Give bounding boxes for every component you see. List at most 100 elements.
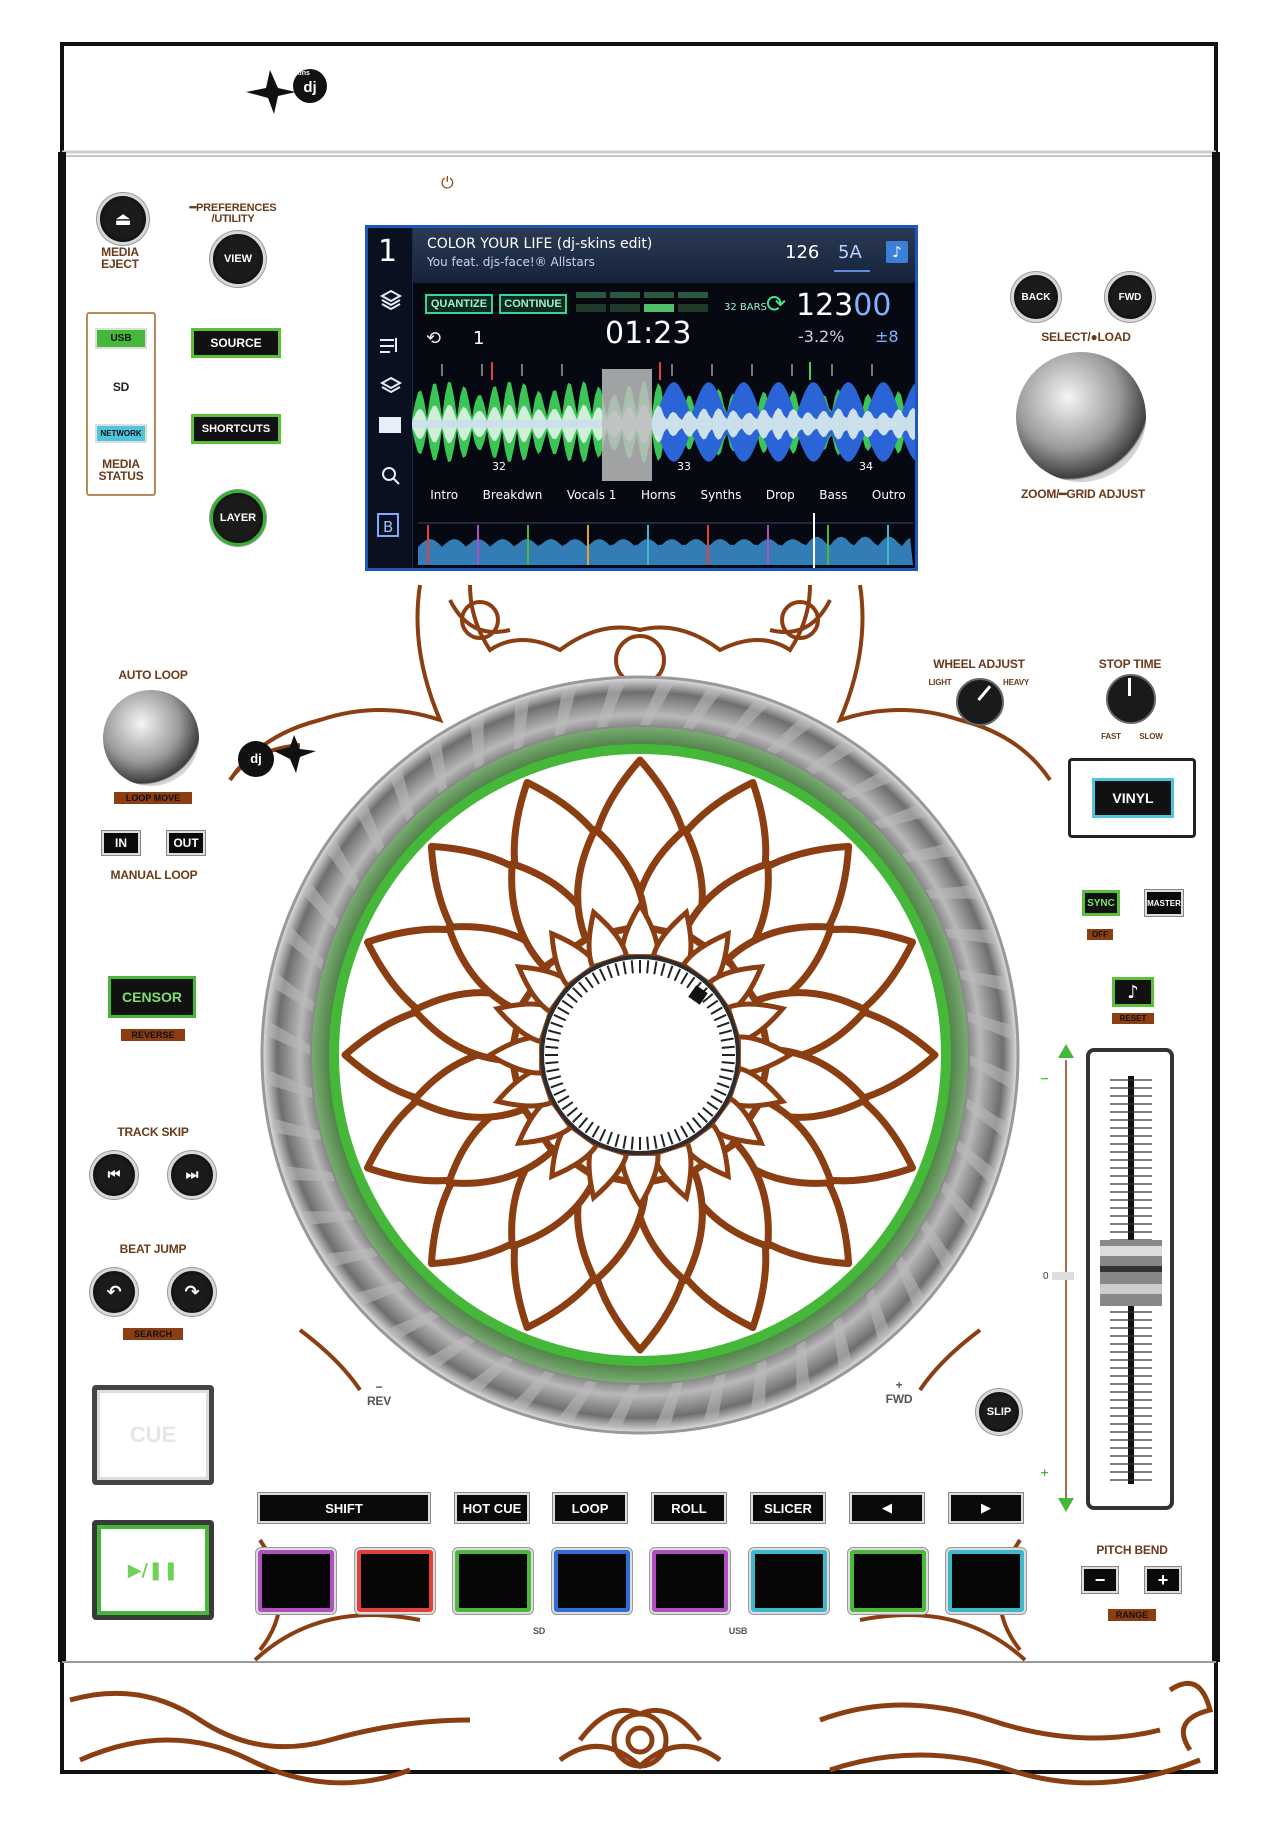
play-pause-button[interactable]: ▶/❚❚ [92,1520,214,1620]
display-screen[interactable]: 1 COLOR YOUR LIFE (dj-skins edit) You fe… [365,225,918,571]
pad-1[interactable] [258,1550,334,1612]
sidebar-letter: B [383,518,394,536]
sync-button[interactable]: SYNC [1082,890,1120,916]
view-button[interactable]: VIEW [210,231,266,287]
pitch-range: ±8 [875,327,899,346]
shift-button[interactable]: SHIFT [258,1493,430,1523]
shortcuts-button[interactable]: SHORTCUTS [191,414,281,444]
pitch-bend-label: PITCH BEND [1096,1543,1168,1557]
pitch-bend-minus-button[interactable]: − [1082,1567,1118,1593]
pitch-bend-plus-button[interactable]: + [1145,1567,1181,1593]
section-intro[interactable]: Intro [430,488,459,502]
loop-out-button[interactable]: OUT [167,831,205,855]
censor-button[interactable]: CENSOR [108,976,196,1018]
beat-jump-forward-button[interactable]: ↷ [168,1268,216,1316]
master-button[interactable]: MASTER [1145,890,1183,916]
pitch-percent: -3.2% [798,327,845,346]
section-synths[interactable]: Synths [700,488,742,502]
loop-in-button[interactable]: IN [102,831,140,855]
note-icon[interactable]: ♪ [886,241,908,263]
pitch-fader[interactable] [1040,1040,1180,1520]
pad-4[interactable] [553,1550,630,1612]
screen-sidebar-icons [377,289,403,537]
layer-button[interactable]: LAYER [210,490,266,546]
fwd-button[interactable]: FWD [1105,272,1155,322]
section-vocals[interactable]: Vocals 1 [566,488,617,502]
play-pause-label: ▶/❚❚ [127,1559,179,1581]
continue-toggle[interactable]: CONTINUE [499,294,567,314]
section-horns[interactable]: Horns [640,488,676,502]
cue-button[interactable]: CUE [92,1385,214,1485]
sync-loop-icon: ⟳ [766,290,787,318]
jog-wheel[interactable] [240,670,1040,1440]
auto-loop-knob[interactable] [103,690,199,786]
fwd-sign: + [895,1378,903,1392]
off-label: OFF [1087,929,1113,940]
loop-mode-button[interactable]: LOOP [553,1493,627,1523]
media-status-label: MEDIA STATUS [98,457,144,483]
pad-page-next-button[interactable]: ▶ [949,1493,1023,1523]
track-skip-label: TRACK SKIP [117,1125,189,1139]
key-lock-button[interactable]: ♪ [1112,977,1154,1007]
slip-button[interactable]: SLIP [976,1389,1022,1435]
svg-text:dj: dj [303,79,316,96]
screen-sidebar [368,228,413,568]
source-button[interactable]: SOURCE [191,328,281,358]
track-key: 5A [838,242,862,263]
pad-page-prev-button[interactable]: ◀ [850,1493,924,1523]
loop-count: 1 [473,328,485,349]
overview-waveform[interactable] [418,513,913,568]
select-load-knob[interactable] [1016,352,1146,482]
stop-time-knob[interactable] [1106,674,1156,724]
eject-icon: ⏏ [114,208,132,230]
key-underline [834,270,870,272]
pad-8[interactable] [948,1550,1025,1612]
pad-6[interactable] [751,1550,827,1612]
vinyl-button[interactable]: VINYL [1092,778,1174,818]
fwd-label: FWD [885,1392,913,1406]
select-load-label: SELECT/●LOAD [1041,330,1131,344]
preferences-label: ━PREFERENCES /UTILITY [189,202,277,225]
pad-3[interactable] [455,1550,532,1612]
slow-label: SLOW [1139,732,1163,741]
hot-cue-mode-button[interactable]: HOT CUE [455,1493,529,1523]
svg-text:dj: dj [250,751,262,766]
back-button[interactable]: BACK [1011,272,1061,322]
zoom-grid-label: ZOOM/━GRID ADJUST [1020,487,1146,501]
search-label: SEARCH [123,1328,183,1340]
skip-back-icon: ⏮ [107,1167,121,1183]
power-icon: ⏻ [441,173,454,192]
stop-time-label: STOP TIME [1098,657,1162,671]
bpm-main: 12300 [796,288,891,323]
rotate-right-icon: ↷ [184,1281,200,1303]
section-outro[interactable]: Outro [871,488,906,502]
deck-number: 1 [378,234,398,269]
beat-marker-33: 33 [677,460,691,473]
wheel-adjust-knob[interactable] [956,678,1004,726]
section-drop[interactable]: Drop [765,488,795,502]
fader-zero-label: 0 [1043,1271,1049,1282]
rev-label: REV [366,1394,392,1408]
media-eject-button[interactable]: ⏏ [97,193,149,245]
pad-7[interactable] [849,1550,926,1612]
pad-2[interactable] [356,1550,433,1612]
cue-label: CUE [129,1422,177,1447]
light-label: LIGHT [928,678,952,687]
vinyl-frame [1068,758,1196,838]
loop-move-label: LOOP MOVE [114,792,192,804]
brand-logo-text: skins [292,70,310,77]
beat-jump-back-button[interactable]: ↶ [90,1268,138,1316]
reset-label: RESET [1112,1013,1154,1024]
pad-5[interactable] [652,1550,729,1612]
track-skip-next-button[interactable]: ⏭ [168,1151,216,1199]
slicer-mode-button[interactable]: SLICER [751,1493,825,1523]
track-skip-prev-button[interactable]: ⏮ [90,1151,138,1199]
quantize-toggle[interactable]: QUANTIZE [425,294,493,314]
main-waveform[interactable] [412,354,918,524]
section-bass[interactable]: Bass [819,488,848,502]
beat-counter-bars [576,292,708,312]
beat-jump-label: BEAT JUMP [119,1242,187,1256]
section-breakdown[interactable]: Breakdwn [482,488,543,502]
reverse-label: REVERSE [121,1029,185,1041]
roll-mode-button[interactable]: ROLL [652,1493,726,1523]
